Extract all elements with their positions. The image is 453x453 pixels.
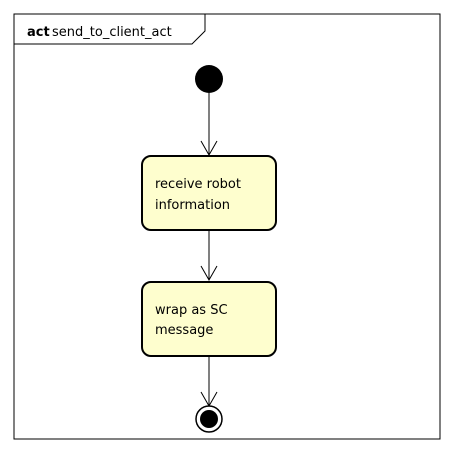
action-label-line: message — [155, 323, 213, 338]
action-label-line: information — [155, 198, 230, 213]
edge-receive-to-wrap — [200, 230, 218, 282]
action-label-line: receive robot — [155, 177, 241, 192]
frame-name: send_to_client_act — [52, 25, 172, 40]
action-label-line: wrap as SC — [155, 303, 228, 318]
action-receive-robot-information: receive robot information — [141, 155, 277, 231]
action-wrap-as-sc-message: wrap as SC message — [141, 281, 277, 357]
frame-keyword: act — [27, 25, 50, 40]
final-node — [195, 405, 223, 433]
frame-header-tab — [14, 14, 206, 45]
initial-node — [195, 65, 223, 93]
